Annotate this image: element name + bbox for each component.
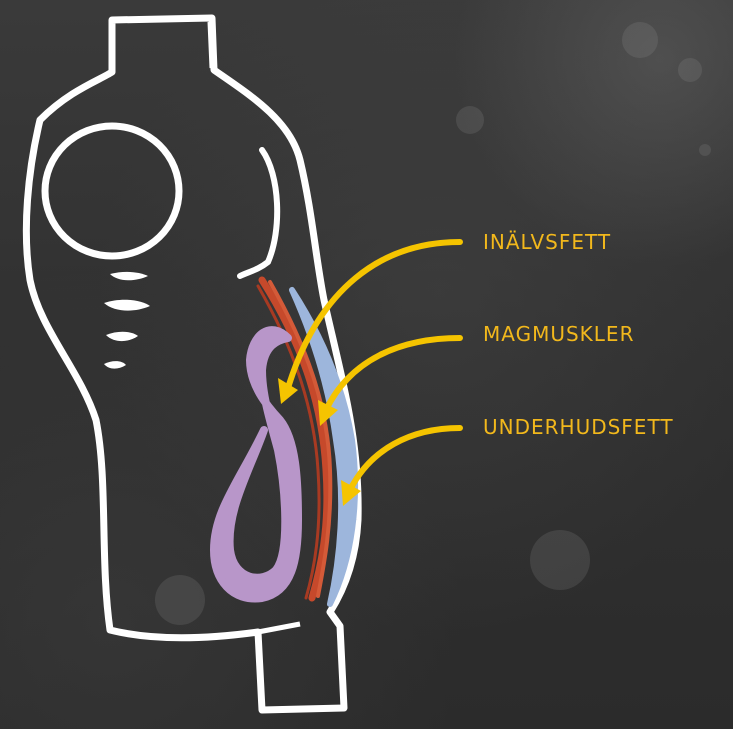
hip-outline <box>258 624 300 632</box>
label-visceral-fat: INÄLVSFETT <box>483 230 611 254</box>
label-subcutaneous-fat: UNDERHUDSFETT <box>483 415 674 439</box>
label-arrows <box>288 242 460 490</box>
neck-outline <box>112 22 212 70</box>
arrow-visceral-fat <box>288 242 460 388</box>
breast-outline <box>240 150 277 276</box>
label-abdominal-muscles: MAGMUSKLER <box>483 322 634 346</box>
arm-outline <box>45 126 179 256</box>
rib-marks <box>104 272 150 369</box>
arrow-subcutaneous-fat <box>350 428 460 490</box>
visceral-fat-layer <box>214 330 298 598</box>
